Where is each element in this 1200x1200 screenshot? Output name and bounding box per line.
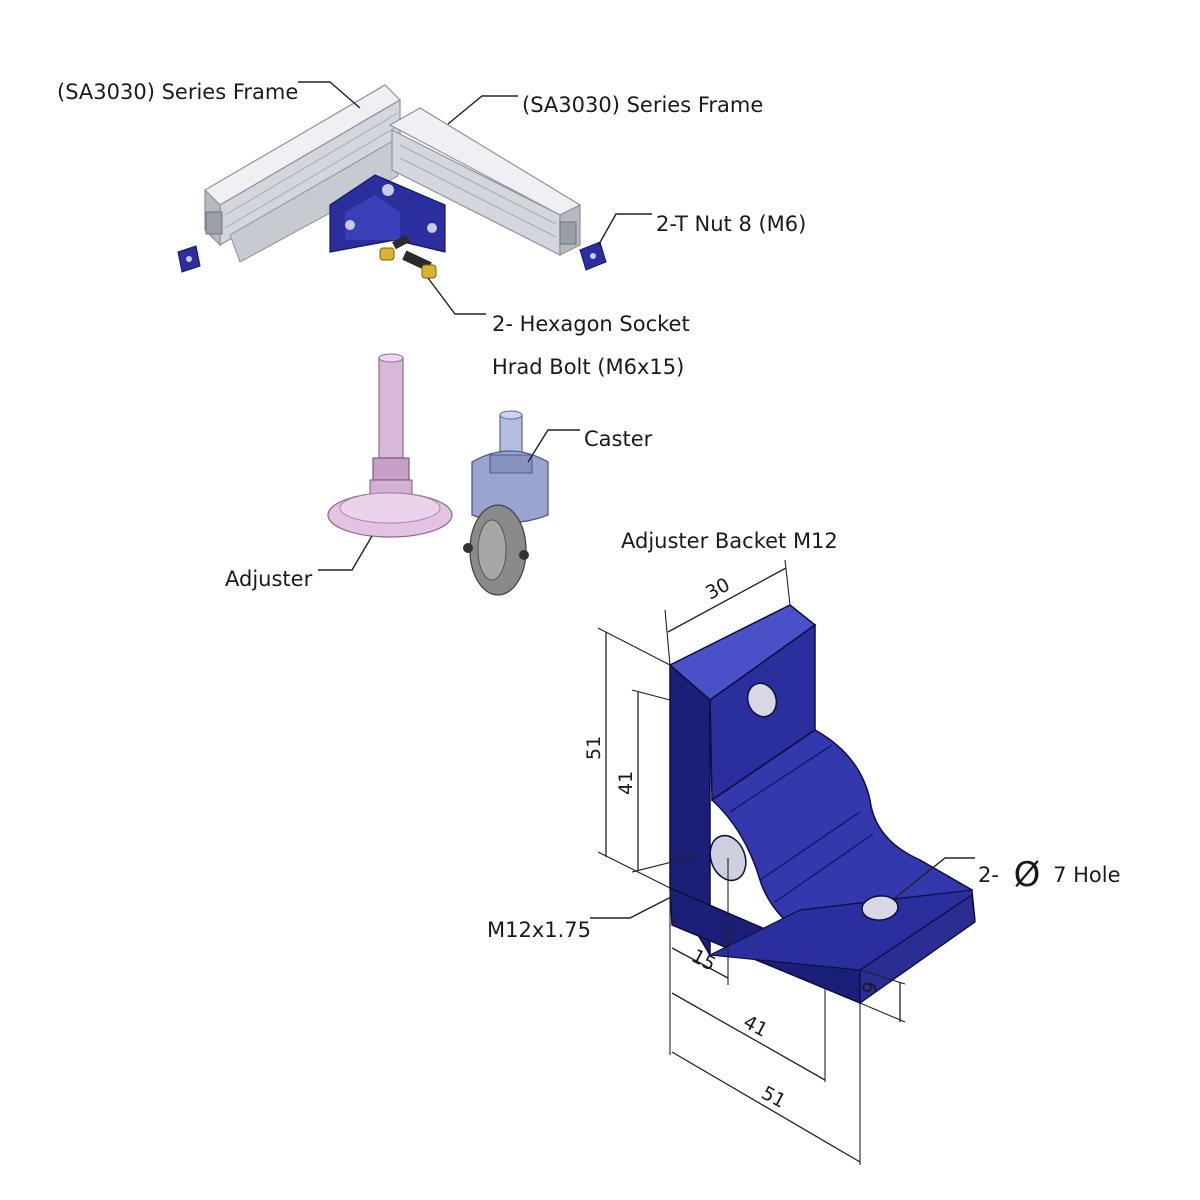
frame-assembly xyxy=(177,84,607,279)
dim-depth-outer: 51 xyxy=(758,1082,790,1113)
dimension-depth-inner: 41 xyxy=(671,982,826,1082)
label-caster: Caster xyxy=(584,427,653,451)
label-t-nut: 2-T Nut 8 (M6) xyxy=(656,212,807,236)
label-adjuster: Adjuster xyxy=(225,567,313,591)
label-frame-left: (SA3030) Series Frame xyxy=(57,80,299,104)
label-bracket-title: Adjuster Backet M12 xyxy=(621,529,838,553)
leader-t-nut xyxy=(597,213,652,247)
t-nut-right xyxy=(579,241,607,271)
dim-width-top: 30 xyxy=(702,574,734,605)
hex-bolt-2 xyxy=(402,250,437,279)
hex-bolt-1 xyxy=(379,234,410,261)
caster-wheel xyxy=(463,410,549,596)
leader-thread xyxy=(590,894,676,919)
dim-height-inner: 41 xyxy=(615,771,637,795)
corner-bracket-small xyxy=(329,174,446,253)
label-hole: 2- Ø 7 Hole xyxy=(978,858,1121,892)
dimension-height-outer: 51 xyxy=(583,627,671,889)
hole-prefix: 2- xyxy=(978,863,999,887)
leader-bolt xyxy=(427,277,486,315)
leader-adjuster xyxy=(318,535,373,571)
label-bolt-line2: Hrad Bolt (M6x15) xyxy=(492,355,685,379)
dim-height-outer: 51 xyxy=(583,736,605,760)
hole-suffix: 7 Hole xyxy=(1053,863,1121,887)
leader-caster xyxy=(527,429,580,463)
dim-depth-inner: 41 xyxy=(740,1011,772,1042)
leader-hole xyxy=(894,857,975,899)
label-frame-right: (SA3030) Series Frame xyxy=(522,93,764,117)
leader-frame-right xyxy=(447,95,518,125)
leader-frame-left xyxy=(298,81,361,109)
label-bolt-line1: 2- Hexagon Socket xyxy=(492,312,690,336)
aluminum-profile-right xyxy=(388,107,582,256)
t-nut-left xyxy=(177,245,201,273)
label-thread: M12x1.75 xyxy=(487,918,592,942)
adjuster-foot xyxy=(327,353,453,538)
diameter-symbol: Ø xyxy=(1013,855,1041,895)
adjuster-bracket xyxy=(668,604,976,1005)
aluminum-profile-left xyxy=(204,84,401,263)
dimension-height-inner: 41 xyxy=(615,689,701,873)
